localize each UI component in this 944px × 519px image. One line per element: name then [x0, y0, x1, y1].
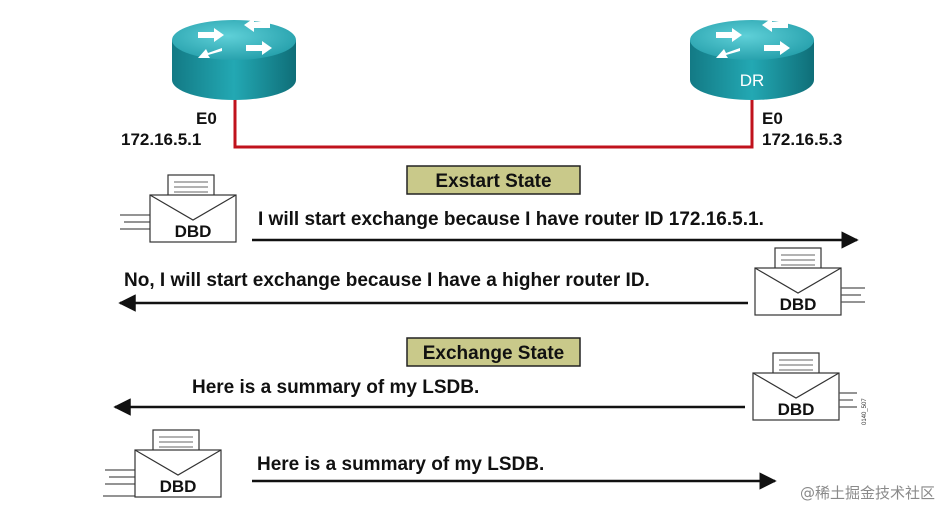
exstart-state-box — [406, 165, 581, 195]
right-interface-label: E0 — [762, 109, 783, 128]
exstart-state-label: Exstart State — [435, 171, 551, 192]
message-1-text: I will start exchange because I have rou… — [258, 209, 764, 230]
dbd-packet-icon: DBD — [120, 174, 237, 243]
router-link — [233, 95, 754, 149]
watermark: @稀土掘金技术社区 — [800, 484, 935, 502]
dbd-label: DBD — [175, 222, 212, 241]
left-interface-label: E0 — [196, 109, 217, 128]
dbd-label: DBD — [780, 295, 817, 314]
exchange-state-label: Exchange State — [423, 343, 565, 364]
router-arrows-icon — [716, 18, 790, 58]
message-2-text: No, I will start exchange because I have… — [124, 270, 650, 291]
dbd-packet-icon: DBD — [754, 247, 865, 316]
figure-code: 0140_507 — [862, 398, 868, 425]
exchange-state-box — [406, 337, 581, 367]
dbd-packet-icon: DBD — [103, 429, 222, 498]
dbd-label: DBD — [778, 400, 815, 419]
router-right: DR — [690, 18, 814, 100]
left-ip-label: 172.16.5.1 — [121, 130, 201, 149]
router-left — [172, 18, 296, 100]
dbd-label: DBD — [160, 477, 197, 496]
message-4-text: Here is a summary of my LSDB. — [257, 454, 544, 475]
right-ip-label: 172.16.5.3 — [762, 130, 842, 149]
message-3-text: Here is a summary of my LSDB. — [192, 377, 479, 398]
dbd-packet-icon: DBD — [752, 352, 857, 421]
router-arrows-icon — [198, 18, 272, 58]
dr-badge: DR — [740, 71, 765, 90]
